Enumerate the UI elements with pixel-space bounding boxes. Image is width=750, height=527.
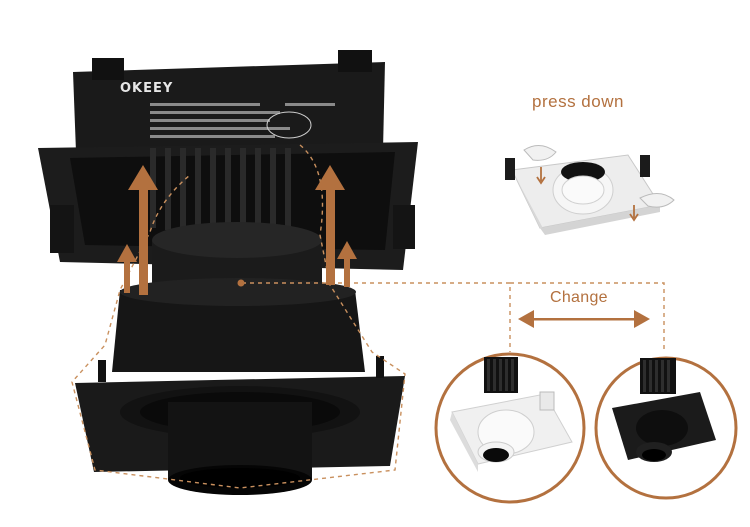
press-down-photo <box>505 145 675 235</box>
double-arrow-icon <box>518 310 650 328</box>
change-label: Change <box>550 289 608 306</box>
white-variant-photo <box>434 352 586 504</box>
main-fixture <box>38 50 418 495</box>
press-down-label: press down <box>532 92 624 111</box>
finger-icon <box>523 145 557 161</box>
black-variant-photo <box>594 356 738 500</box>
anchor-dot <box>237 279 245 287</box>
up-arrow-icons <box>117 165 357 295</box>
brand-logo-text: OKEEY <box>120 81 173 96</box>
finger-icon <box>639 193 675 208</box>
